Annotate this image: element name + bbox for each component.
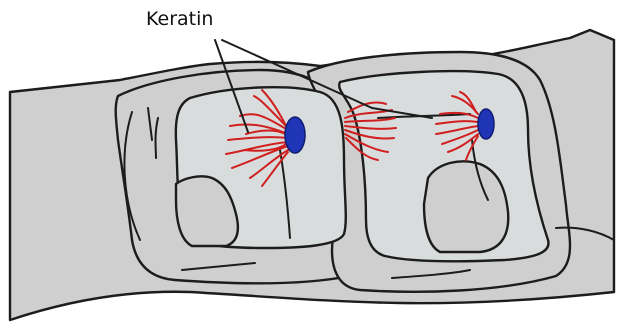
nucleus-right [478,109,494,139]
right-cell-pocket [424,161,508,252]
keratin-label: Keratin [146,8,213,30]
nucleus-left [285,117,305,153]
